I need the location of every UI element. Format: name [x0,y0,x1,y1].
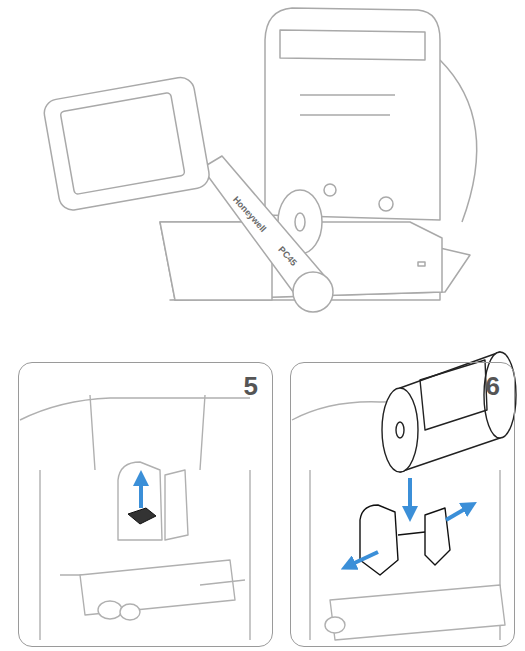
step-panel: 6 [290,362,515,647]
roller [325,617,345,633]
display-screen [60,92,185,194]
holder-hub [398,532,425,535]
platen-area [330,585,505,640]
roll-end [484,352,516,438]
tear-bar [200,580,245,585]
lid-hinge [440,60,477,222]
open-lid [265,8,440,220]
media-holder [425,508,450,565]
roll-face [382,388,418,472]
media-guides [360,505,450,575]
roll-core [396,422,404,438]
lid-arms [90,395,205,470]
spread-arrow [348,552,378,566]
roller [98,601,122,619]
step-panel: 5 [18,362,273,647]
insert-arrow [408,478,412,514]
display [42,75,211,212]
led [418,262,425,266]
label-roll [382,352,516,472]
media-holder [118,462,162,540]
brand-label: PC45 [276,245,298,268]
guide-knob [379,197,393,211]
lid-printhead [280,30,425,60]
display-frame [42,75,211,212]
media-holder [165,470,188,540]
lid-detail [300,95,395,115]
media-holder [360,505,398,575]
spread-arrow [446,506,470,520]
step-5-illustration [20,395,250,640]
roller [120,604,140,620]
printer-overview [42,8,477,312]
lock-clip [128,508,156,524]
guide-knob [324,184,336,196]
lid-edge [20,398,250,420]
roll-core [295,213,305,231]
arm-pivot [293,272,333,312]
step-number: 6 [486,373,500,399]
lift-arrow [139,478,143,508]
motion-arrows [348,478,470,566]
step-number: 5 [244,373,258,399]
roll-label [420,360,487,430]
brand-label: Honeywell [231,194,267,233]
